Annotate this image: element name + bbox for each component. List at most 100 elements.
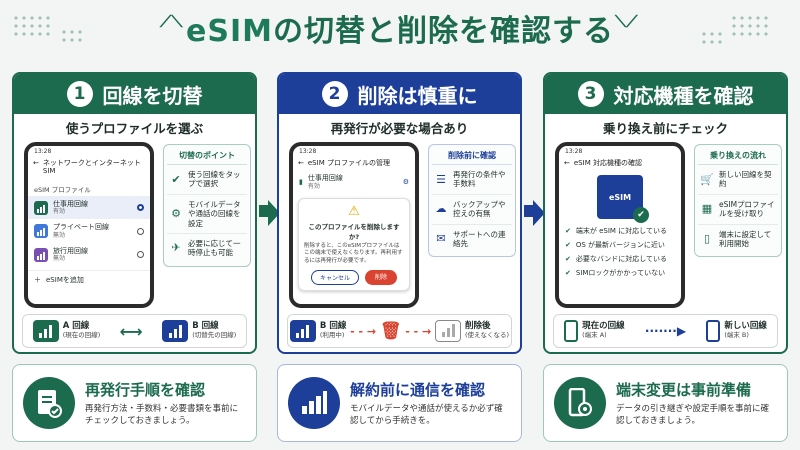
next-arrow-shaft [259,205,269,217]
dialog-body: 削除すると、このeSIMプロファイルはこの端末で使えなくなります。再利用するには… [304,242,403,264]
dashed-arrow-icon: - - → [350,324,377,338]
check-item: ✔OS が最新バージョンに近い [565,241,665,250]
radio-unselected[interactable] [137,227,144,235]
profile-row[interactable]: 旅行用回線無効 [28,243,150,267]
card-title: 端末変更は事前準備 [616,380,752,399]
status-time: 13:28 [299,148,317,155]
warning-icon: ⚠ [348,203,360,219]
flow-item: ▯端末に設定して利用開始 [698,225,778,254]
check-item: ✔必要なバンドに対応している [565,255,668,264]
check-item: ✔SIMロックがかかっていない [565,269,666,278]
phone-icon [706,320,721,342]
step-header: 1 回線を切替 [14,74,255,114]
back-arrow-icon[interactable]: ← [298,159,304,167]
card-body: 再発行方法・手数料・必要書類を事前にチェックしておきましょう。 [85,403,239,426]
tip-item: ✉サポートへの連絡先 [432,225,512,254]
signal-icon [288,377,340,429]
profile-row[interactable]: ▮ 仕事用回線有効 ⚙ [299,174,409,190]
phone-check-icon: ▯ [703,232,711,245]
next-arrow-shaft [524,205,534,217]
tip-card: 再発行手順を確認 再発行方法・手数料・必要書類を事前にチェックしておきましょう。 [12,364,257,442]
section-label: eSIM プロファイル [34,185,91,194]
decorative-dots [60,28,84,42]
step-title: 対応機種を確認 [613,83,754,108]
step-number: 2 [321,81,348,107]
card-title: 再発行手順を確認 [85,380,206,399]
signal-icon [34,247,48,262]
check-icon: ✔ [565,269,571,278]
qr-icon: ▦ [701,202,713,216]
signal-icon [32,320,59,342]
signal-icon [289,320,316,342]
step-panel-3: 3 対応機種を確認 乗り換え前にチェック 13:28 ← eSIM 対応機種の確… [543,72,788,354]
tip-item: ✔使う回線をタップで選択 [167,165,247,195]
gear-icon[interactable]: ⚙ [402,178,409,187]
card-body: モバイルデータや通話が使えるか必ず確認してから手続きを。 [350,403,503,426]
tip-item: ✈必要に応じて一時停止も可能 [167,234,247,263]
check-icon: ✔ [565,241,571,250]
document-icon: ☰ [436,172,446,186]
profile-row[interactable]: プライベート回線無効 [28,219,150,243]
phone-mockup: 13:28 ← eSIM 対応機種の確認 eSIM ✔ ✔端末が eSIM に対… [555,142,685,308]
signal-icon [34,200,48,215]
swap-arrow-icon: ⟷ [119,321,143,341]
status-time: 13:28 [565,148,583,155]
decorative-dots [12,14,52,40]
back-arrow-icon[interactable]: ← [564,159,570,167]
next-arrow-icon [533,200,545,226]
dialog-title: このプロファイルを削除しますか? [308,222,400,241]
device-strip: 現在の回線(端末 A) ·······▶ 新しい回線(端末 B) [553,314,778,348]
tips-title: 切替のポイント [167,148,247,165]
plus-icon: ＋ [34,275,41,284]
step-panel-2: 2 削除は慎重に 再発行が必要な場合あり 13:28 ← eSIM プロファイル… [277,72,522,354]
card-title: 解約前に通信を確認 [350,380,486,399]
cancel-button[interactable]: キャンセル [310,270,359,286]
flow-box: 乗り換えの流れ 🛒新しい回線を契約 ▦eSIMプロファイルを受け取り ▯端末に設… [694,144,782,258]
step-header: 2 削除は慎重に [279,74,520,114]
tips-box: 切替のポイント ✔使う回線をタップで選択 ⚙モバイルデータや通話の回線を設定 ✈… [163,144,251,267]
check-icon: ✔ [171,172,181,186]
delete-dialog: ⚠ このプロファイルを削除しますか? 削除すると、このeSIMプロファイルはこの… [298,197,410,292]
add-esim-button[interactable]: ＋ eSIMを追加 [28,269,150,289]
decorative-dots [730,14,770,40]
tip-item: ☁バックアップや控えの有無 [432,195,512,225]
profile-row[interactable]: 仕事用回線有効 [28,195,150,220]
radio-selected[interactable] [137,204,144,212]
tips-box: 削除前に確認 ☰再発行の条件や手数料 ☁バックアップや控えの有無 ✉サポートへの… [428,144,516,258]
step-title: 削除は慎重に [357,83,478,108]
phone-mockup: 13:28 ← eSIM プロファイルの管理 ▮ 仕事用回線有効 ⚙ ⚠ このプ… [289,142,419,308]
cart-icon: 🛒 [700,172,714,186]
check-badge-icon: ✔ [633,207,649,224]
tip-item: ☰再発行の条件や手数料 [432,165,512,195]
step-title: 回線を切替 [102,83,203,108]
settings-icon: ⚙ [171,206,181,220]
switch-strip: A 回線(現在の回線) ⟷ B 回線(切替先の回線) [22,314,247,348]
dashed-arrow-icon: - - → [405,324,432,338]
tip-card: 端末変更は事前準備 データの引き継ぎや設定手順を事前に確認しておきましょう。 [543,364,788,442]
check-icon: ✔ [565,255,571,264]
back-arrow-icon[interactable]: ← [33,159,39,167]
signal-icon [162,320,189,342]
radio-unselected[interactable] [137,251,144,259]
signal-icon: ▮ [299,178,303,187]
page-title: eSIMの切替と削除を確認する [186,14,614,49]
delete-button[interactable]: 削除 [365,270,398,286]
tip-card: 解約前に通信を確認 モバイルデータや通話が使えるか必ず確認してから手続きを。 [277,364,522,442]
step-subtitle: 再発行が必要な場合あり [330,121,469,136]
signal-off-icon [435,320,462,342]
delete-strip: B 回線(利用中) - - → 🗑 - - → 削除後(使えなくなる) [287,314,512,348]
airplane-icon: ✈ [171,241,181,255]
check-icon: ✔ [565,227,571,236]
step-header: 3 対応機種を確認 [545,74,786,114]
tips-title: 削除前に確認 [432,148,512,165]
check-item: ✔端末が eSIM に対応している [565,227,667,236]
sparkle-icon: ⟍⟋ [615,12,638,31]
phone-header: ← eSIM プロファイルの管理 [298,159,390,167]
trash-icon: 🗑 [379,321,402,341]
phone-header: ← eSIM 対応機種の確認 [564,159,642,167]
dotted-arrow-icon: ·······▶ [644,324,687,338]
card-body: データの引き継ぎや設定手順を事前に確認しておきましょう。 [616,403,770,426]
phone-icon [564,320,579,342]
tip-item: ⚙モバイルデータや通話の回線を設定 [167,195,247,234]
